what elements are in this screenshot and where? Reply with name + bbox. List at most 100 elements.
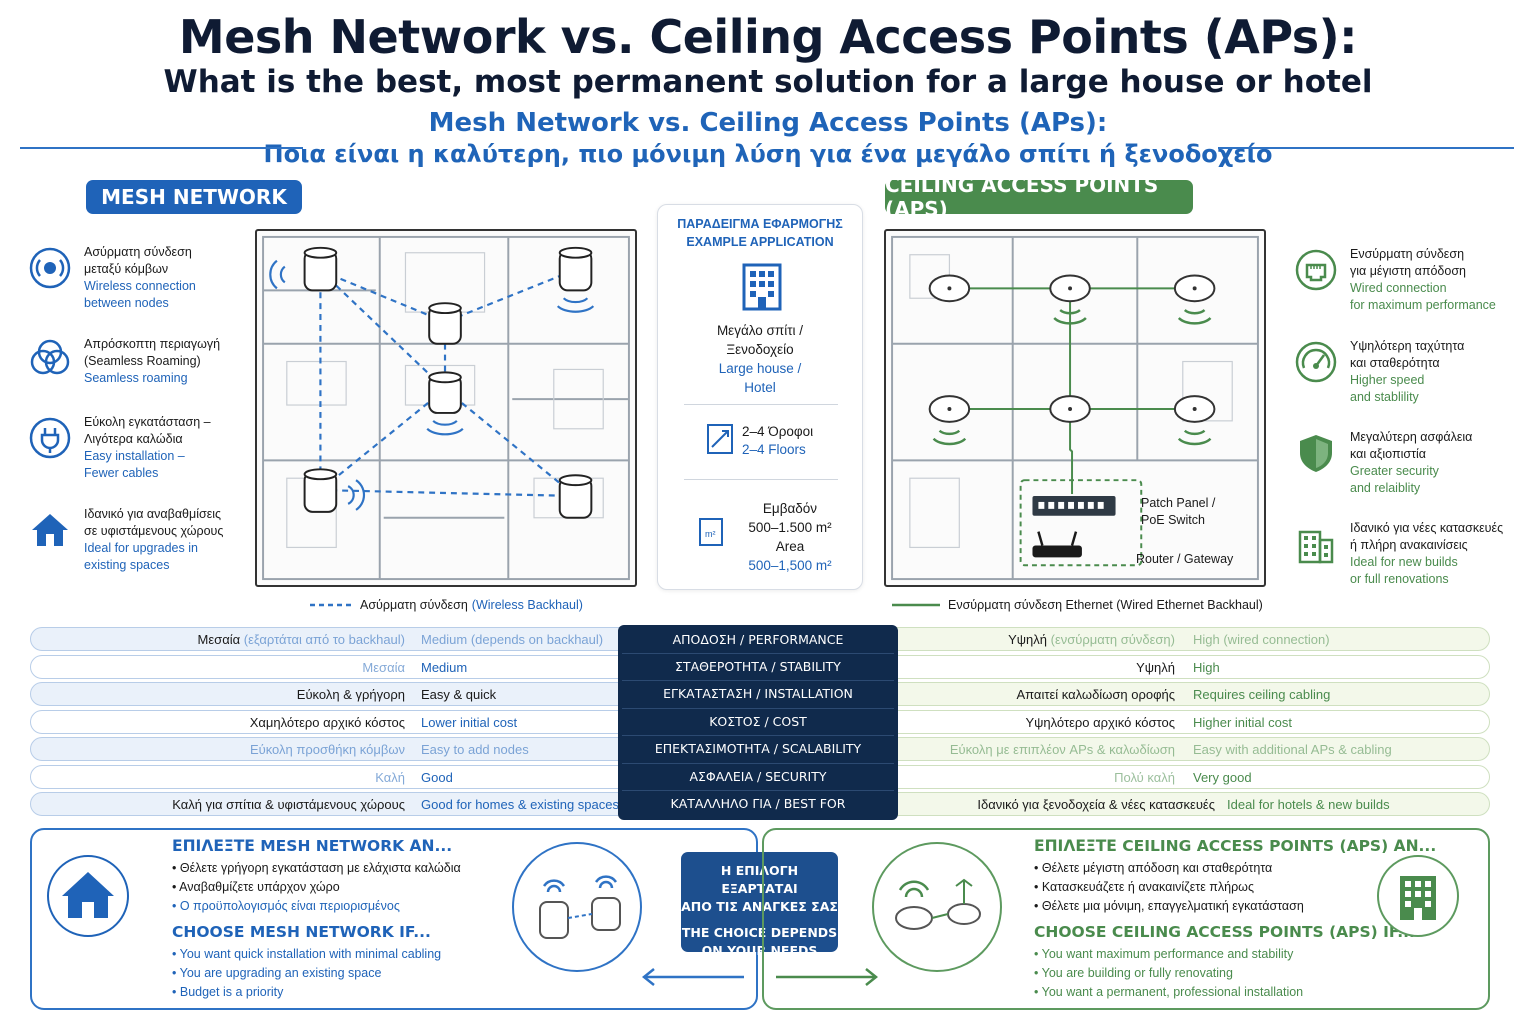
mesh-value-greek: Καλή για σπίτια & υφιστάμενους χώρους	[172, 797, 405, 812]
wired-ethernet-lines	[949, 287, 1195, 495]
router-label: Router / Gateway	[1136, 552, 1234, 566]
mesh-value-english: Medium	[421, 660, 468, 675]
ap-value-english: Very good	[1193, 770, 1252, 785]
ap-value-greek-extra: (ενσύρματη σύνδεση)	[1050, 632, 1175, 647]
header-divider-right	[1218, 147, 1514, 149]
feature-greek-line2: (Seamless Roaming)	[84, 354, 201, 368]
feature-greek-line1: Υψηλότερη ταχύτητα	[1350, 339, 1465, 353]
house-icon	[32, 514, 68, 546]
floors-icon	[707, 424, 733, 454]
feature-english-line1: Wireless connection	[84, 279, 196, 293]
choose-mesh-bullets-english: • You want quick installation with minim…	[172, 945, 441, 1002]
arrow-left-icon	[641, 968, 744, 986]
choose-mesh-heading-greek: ΕΠΙΛΕΞΤΕ MESH NETWORK ΑΝ...	[172, 837, 453, 855]
bullet-item: • You want a permanent, professional ins…	[1034, 985, 1304, 999]
example-area-english-2: 500–1,500 m²	[748, 558, 832, 573]
wireless-nodes-icon	[29, 247, 71, 289]
patch-panel-label-line2: PoE Switch	[1141, 513, 1205, 527]
ap-value-greek: Υψηλότερο αρχικό κόστος	[1025, 715, 1175, 730]
bullet-item: • Κατασκευάζετε ή ανακαινίζετε πλήρως	[1034, 880, 1254, 894]
direction-arrows	[641, 968, 879, 986]
category-label: ΕΓΚΑΤΑΣΤΑΣΗ / INSTALLATION	[663, 686, 853, 701]
wifi-signal-arcs	[932, 309, 1212, 446]
ap-value-english: Ideal for hotels & new builds	[1227, 797, 1390, 812]
choose-ap-heading-greek: ΕΠΙΛΕΞΤΕ CEILING ACCESS POINTS (APS) ΑΝ.…	[1034, 837, 1437, 855]
feature-greek-line1: Ιδανικό για αναβαθμίσεις	[84, 507, 222, 521]
category-label: ΣΤΑΘΕΡΟΤΗΤΑ / STABILITY	[675, 659, 841, 674]
feature-english-line1: Wired connection	[1350, 281, 1447, 295]
feature-greek-line2: σε υφιστάμενους χώρους	[84, 524, 224, 538]
table-row: Υψηλότερο αρχικό κόστος Higher initial c…	[886, 710, 1490, 734]
feature-greek-line2: και αξιοπιστία	[1350, 447, 1427, 461]
ceiling-feature-speed: Υψηλότερη ταχύτητα και σταθερότητα Highe…	[1294, 338, 1524, 429]
speedometer-icon	[1295, 341, 1337, 383]
bullet-item: • You want maximum performance and stabi…	[1034, 947, 1294, 961]
ceiling-ap-4	[928, 395, 971, 423]
header-divider-left	[20, 147, 303, 149]
table-row: Ιδανικό για ξενοδοχεία & νέες κατασκευές…	[886, 792, 1490, 816]
table-row: Εύκολη & γρήγορη Easy & quick	[30, 682, 630, 706]
feature-english-line2: for maximum performance	[1350, 298, 1496, 312]
feature-english-line2: and relaiblity	[1350, 481, 1421, 495]
bullet-item: • Ο προϋπολογισμός είναι περιορισμένος	[172, 899, 400, 913]
bullet-text: Αναβαθμίζετε υπάρχον χώρο	[179, 880, 340, 894]
category-label: ΕΠΕΚΤΑΣΙΜΟΤΗΤΑ / SCALABILITY	[654, 741, 862, 756]
ap-value-greek: Πολύ καλή	[1114, 770, 1175, 785]
ceiling-ap-floor-plan	[884, 229, 1266, 587]
mesh-floor-plan	[255, 229, 637, 587]
building-icon	[1298, 530, 1334, 564]
bullet-item: • Budget is a priority	[172, 985, 284, 999]
table-row: Μεσαία (εξαρτάται από το backhaul) Mediu…	[30, 627, 630, 651]
mesh-value-greek: Μεσαία	[362, 660, 405, 675]
bullet-text: Ο προϋπολογισμός είναι περιορισμένος	[179, 899, 400, 913]
bullet-item: • You are building or fully renovating	[1034, 966, 1233, 980]
plug-icon	[29, 417, 71, 459]
feature-english-line2: Fewer cables	[84, 466, 159, 480]
bullet-item: • Θέλετε μέγιστη απόδοση και σταθερότητα	[1034, 861, 1273, 875]
mesh-node-4	[428, 371, 462, 414]
feature-greek-line1: Απρόσκοπτη περιαγωγή	[84, 337, 221, 351]
table-row: Χαμηλότερο αρχικό κόστος Lower initial c…	[30, 710, 630, 734]
card-divider	[684, 404, 838, 405]
dashed-line-icon	[310, 603, 352, 607]
feature-greek-line2: μεταξύ κόμβων	[84, 262, 169, 276]
bullet-item: • Θέλετε γρήγορη εγκατάσταση με ελάχιστα…	[172, 861, 461, 875]
category-label: ΑΣΦΑΛΕΙΑ / SECURITY	[689, 769, 827, 784]
bullet-text: Θέλετε γρήγορη εγκατάσταση με ελάχιστα κ…	[179, 861, 461, 875]
example-type-english-2: Hotel	[744, 380, 776, 395]
example-area-greek-2: 500–1.500 m²	[748, 520, 832, 535]
feature-english-line1: Greater security	[1350, 464, 1439, 478]
svg-text:m²: m²	[705, 529, 716, 539]
mesh-value-english: Easy to add nodes	[421, 742, 529, 757]
solid-line-icon	[892, 603, 940, 607]
example-type-greek-2: Ξενοδοχείο	[726, 342, 794, 357]
bullet-text: Θέλετε μέγιστη απόδοση και σταθερότητα	[1041, 861, 1273, 875]
choice-english-line1: THE CHOICE DEPENDS	[681, 925, 838, 940]
page-title-greek: Mesh Network vs. Ceiling Access Points (…	[428, 108, 1108, 138]
mesh-value-greek-extra: (εξαρτάται από το backhaul)	[243, 632, 405, 647]
ceiling-ap-3	[1173, 274, 1216, 303]
feature-english-line1: Ideal for upgrades in	[84, 541, 198, 555]
mesh-value-english: Good for homes & existing spaces	[421, 797, 619, 812]
mesh-feature-roaming: Απρόσκοπτη περιαγωγή (Seamless Roaming) …	[28, 336, 248, 414]
table-row: Υψηλή (ενσύρματη σύνδεση) High (wired co…	[886, 627, 1490, 651]
feature-greek-line2: για μέγιστη απόδοση	[1350, 264, 1466, 278]
ceiling-feature-newbuilds: Ιδανικό για νέες κατασκευές ή πλήρη ανακ…	[1294, 520, 1524, 600]
ceiling-aps-heading: CEILING ACCESS POINTS (APS)	[885, 173, 1193, 221]
example-floors: 2–4 Όροφοι 2–4 Floors	[742, 423, 813, 459]
mesh-node-3	[428, 302, 462, 345]
table-row: Απαιτεί καλωδίωση οροφής Requires ceilin…	[886, 682, 1490, 706]
table-row: Εύκολη με επιπλέον APs & καλωδίωση Easy …	[886, 737, 1490, 761]
mesh-feature-list: Ασύρματη σύνδεση μεταξύ κόμβων Wireless …	[28, 244, 248, 586]
ap-value-greek: Υψηλή (ενσύρματη σύνδεση)	[1008, 628, 1175, 652]
mesh-value-english: Lower initial cost	[421, 715, 518, 730]
bullet-text: You want maximum performance and stabili…	[1041, 947, 1294, 961]
example-heading: ΠΑΡΑΔΕΙΓΜΑ ΕΦΑΡΜΟΓΗΣ EXAMPLE APPLICATION	[658, 215, 862, 251]
feature-english-line2: and stablility	[1350, 390, 1419, 404]
feature-greek-line1: Ιδανικό για νέες κατασκευές	[1350, 521, 1504, 535]
table-row: Υψηλή High	[886, 655, 1490, 679]
feature-english-line2: between nodes	[84, 296, 169, 310]
choice-greek-line2: ΑΠΟ ΤΙΣ ΑΝΑΓΚΕΣ ΣΑΣ	[681, 899, 838, 914]
choose-mesh-bullets-greek: • Θέλετε γρήγορη εγκατάσταση με ελάχιστα…	[172, 859, 461, 916]
ceiling-ap-5	[1049, 395, 1091, 423]
